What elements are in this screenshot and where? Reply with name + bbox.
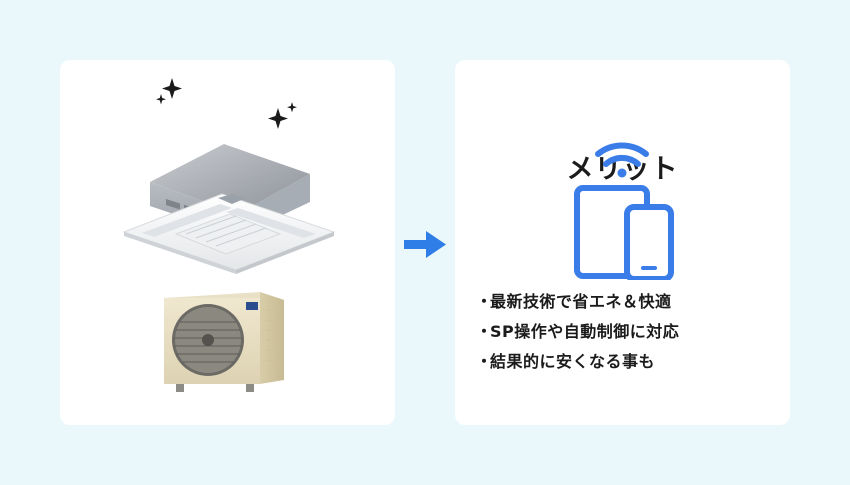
wifi-tablet-phone-icon — [574, 142, 674, 280]
right-arrow-icon — [404, 231, 446, 258]
benefits-card: メリット — [455, 60, 790, 425]
bullet: ・ — [476, 322, 493, 341]
sparkle-icon — [268, 102, 297, 129]
bullet: ・ — [476, 352, 493, 371]
sparkle-icon — [156, 78, 182, 105]
ceiling-cassette-ac-icon — [122, 144, 336, 274]
benefit-text: SP操作や自動制御に対応 — [490, 322, 680, 341]
list-item: ・最新技術で省エネ＆快適 — [476, 287, 679, 317]
outdoor-ac-unit-icon — [164, 292, 284, 392]
list-item: ・SP操作や自動制御に対応 — [476, 317, 679, 347]
benefits-list: ・最新技術で省エネ＆快適 ・SP操作や自動制御に対応 ・結果的に安くなる事も — [476, 287, 679, 377]
benefit-text: 結果的に安くなる事も — [490, 352, 656, 371]
bullet: ・ — [476, 292, 493, 311]
list-item: ・結果的に安くなる事も — [476, 347, 679, 377]
benefit-text: 最新技術で省エネ＆快適 — [490, 292, 672, 311]
